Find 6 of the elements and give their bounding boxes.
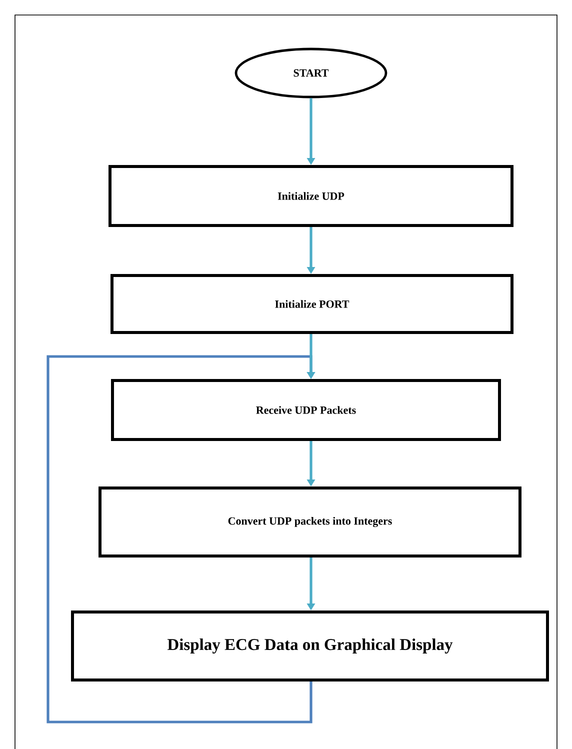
- process-box: Receive UDP Packets: [111, 379, 501, 441]
- loop-arrow: [46, 355, 316, 724]
- process-box: Display ECG Data on Graphical Display: [71, 610, 549, 682]
- process-box: Initialize UDP: [108, 165, 514, 227]
- process-box: Initialize PORT: [110, 274, 514, 334]
- process-box: Convert UDP packets into Integers: [98, 486, 522, 558]
